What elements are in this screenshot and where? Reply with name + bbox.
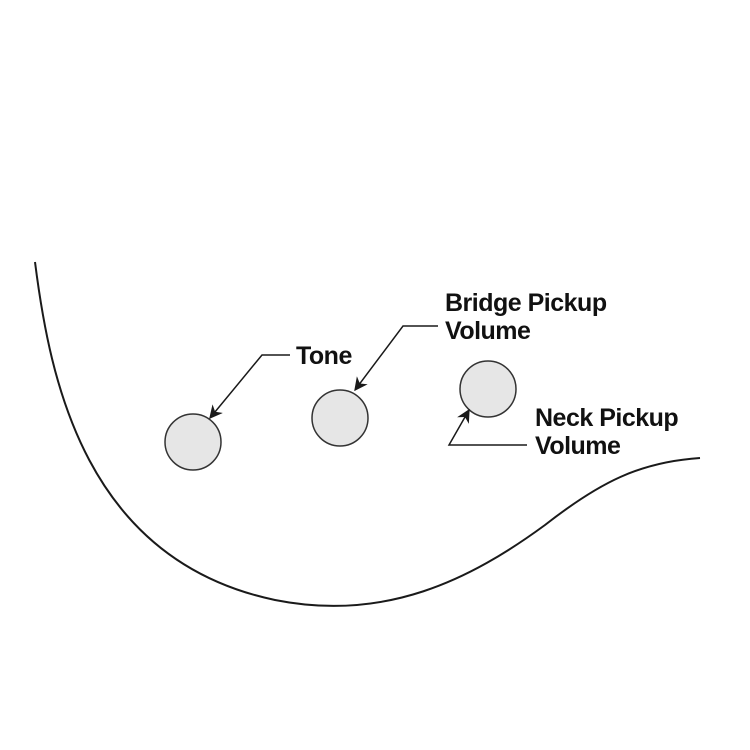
tone-leader-arrow	[209, 354, 290, 420]
bridge-pickup-volume-label: Bridge Pickup Volume	[445, 289, 613, 345]
bridge-pickup-volume-knob	[311, 389, 369, 447]
bridge-pickup-volume-leader-arrow	[354, 325, 438, 392]
guitar-body-outline	[34, 261, 701, 607]
tone-knob	[164, 413, 222, 471]
neck-pickup-volume-leader-arrow	[447, 408, 527, 446]
tone-label: Tone	[296, 342, 352, 370]
neck-pickup-volume-label: Neck Pickup Volume	[535, 404, 685, 460]
neck-pickup-volume-knob	[459, 360, 517, 418]
